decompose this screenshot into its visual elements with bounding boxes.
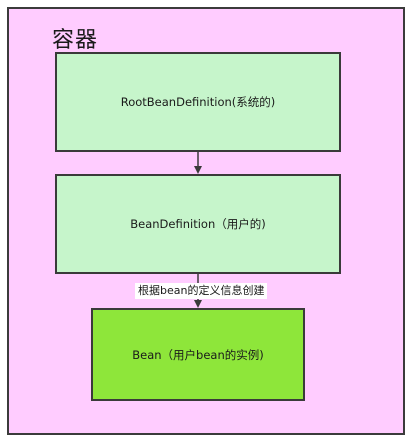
edge-label-create-from-definition: 根据bean的定义信息创建 bbox=[135, 283, 268, 299]
bean-definition-label: BeanDefinition（用户的) bbox=[130, 217, 266, 231]
container-title: 容器 bbox=[52, 28, 99, 53]
root-bean-definition-node: RootBeanDefinition(系统的) bbox=[55, 52, 341, 152]
bean-instance-node: Bean（用户bean的实例) bbox=[91, 308, 305, 401]
bean-instance-label: Bean（用户bean的实例) bbox=[132, 347, 264, 362]
bean-definition-node: BeanDefinition（用户的) bbox=[55, 174, 341, 274]
root-bean-definition-label: RootBeanDefinition(系统的) bbox=[120, 95, 276, 109]
